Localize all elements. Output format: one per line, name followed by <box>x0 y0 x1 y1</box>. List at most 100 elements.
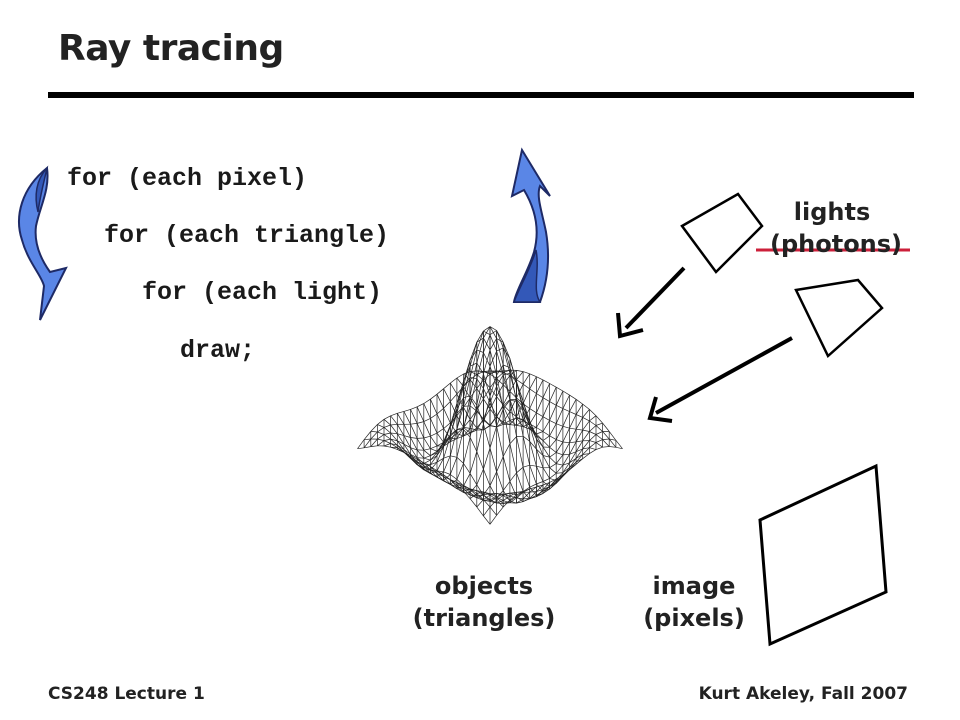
mesh-edge <box>503 500 511 504</box>
mesh-edge <box>542 446 550 458</box>
mesh-edge <box>542 455 550 468</box>
mesh-edge <box>536 393 544 398</box>
mesh-edge <box>536 427 544 432</box>
mesh-edge <box>423 468 431 474</box>
mesh-edge <box>410 455 418 460</box>
mesh-edge <box>595 425 603 432</box>
mesh-edge <box>463 427 471 429</box>
mesh-edge <box>555 474 564 483</box>
objects-text: objects <box>434 572 534 600</box>
mesh-edge <box>390 446 398 450</box>
mesh-edge <box>509 494 517 501</box>
mesh-edge <box>483 373 491 397</box>
mesh-edge <box>496 424 504 428</box>
mesh-edge <box>476 337 484 343</box>
mesh-edge <box>463 395 471 430</box>
mesh-edge <box>529 486 537 493</box>
mesh-edge <box>549 452 557 458</box>
mesh-edge <box>456 427 464 430</box>
mesh-edge <box>536 489 544 492</box>
mesh-edge <box>509 472 517 482</box>
mesh-edge <box>509 367 517 402</box>
mesh-edge <box>463 397 471 408</box>
mesh-edge <box>423 435 431 439</box>
mesh-edge <box>489 408 497 418</box>
mesh-edge <box>450 429 458 437</box>
mesh-edge <box>529 491 537 493</box>
mesh-edge <box>595 446 603 450</box>
mesh-edge <box>423 449 431 456</box>
mesh-edge <box>483 491 491 496</box>
mesh-edge <box>582 429 590 432</box>
mesh-edge <box>456 386 464 395</box>
mesh-edge <box>463 488 471 496</box>
mesh-edge <box>456 381 464 409</box>
mesh-edge <box>469 473 478 485</box>
mesh-edge <box>503 493 510 497</box>
mesh-edge <box>556 472 563 474</box>
mesh-edge <box>410 447 418 451</box>
mesh-edge <box>522 388 531 404</box>
mesh-edge <box>549 481 557 490</box>
mesh-edge <box>602 422 610 432</box>
mesh-edge <box>589 442 597 448</box>
mesh-edge <box>516 425 524 427</box>
mesh-edge <box>556 474 564 480</box>
mesh-edge <box>549 478 557 483</box>
mesh-edge <box>569 394 577 400</box>
mesh-edge <box>489 499 497 508</box>
mesh-edge <box>450 455 457 458</box>
mesh-edge <box>522 419 530 426</box>
mesh-edge <box>595 434 603 440</box>
mesh-edge <box>430 432 438 437</box>
mesh-edge <box>509 443 517 473</box>
mesh-edge <box>502 375 511 385</box>
mesh-edge <box>463 366 471 382</box>
mesh-edge <box>443 401 451 409</box>
mesh-edge <box>582 447 590 455</box>
mesh-edge <box>489 396 497 427</box>
mesh-edge <box>549 401 557 406</box>
mesh-edge <box>470 428 477 431</box>
mesh-edge <box>430 469 438 474</box>
mesh-edge <box>582 440 590 450</box>
mesh-edge <box>575 403 583 415</box>
mesh-edge <box>562 462 570 473</box>
mesh-edge <box>383 419 391 426</box>
mesh-edge <box>483 349 491 374</box>
mesh-edge <box>536 481 544 485</box>
mesh-edge <box>443 474 451 480</box>
mesh-edge <box>456 373 464 379</box>
mesh-edge <box>509 399 517 419</box>
mesh-edge <box>456 463 464 480</box>
mesh-edge <box>397 449 405 453</box>
mesh-edge <box>377 434 385 440</box>
mesh-edge <box>569 429 577 443</box>
mesh-edge <box>489 493 497 498</box>
mesh-edge <box>562 469 570 476</box>
mesh-edge <box>489 515 497 525</box>
arrow-icon <box>647 336 793 423</box>
mesh-edge <box>503 421 511 425</box>
mesh-edge <box>562 428 570 443</box>
mesh-edge <box>416 438 425 451</box>
mesh-edge <box>476 370 484 372</box>
mesh-edge <box>423 467 431 471</box>
mesh-edge <box>463 427 471 434</box>
mesh-edge <box>403 409 411 412</box>
mesh-edge <box>463 491 471 499</box>
mesh-edge <box>469 405 478 438</box>
image-text: image <box>652 572 736 600</box>
mesh-edge <box>589 434 597 441</box>
mesh-edge <box>503 364 511 368</box>
mesh-edge <box>562 411 570 427</box>
mesh-edge <box>536 438 544 448</box>
mesh-edge <box>476 499 484 508</box>
mesh-edge <box>496 347 504 352</box>
mesh-edge <box>383 427 391 434</box>
mesh-edge <box>456 482 464 486</box>
mesh-edge <box>496 338 504 366</box>
mesh-edge <box>569 399 577 412</box>
mesh-edge <box>476 493 484 500</box>
mesh-edge <box>489 424 497 428</box>
